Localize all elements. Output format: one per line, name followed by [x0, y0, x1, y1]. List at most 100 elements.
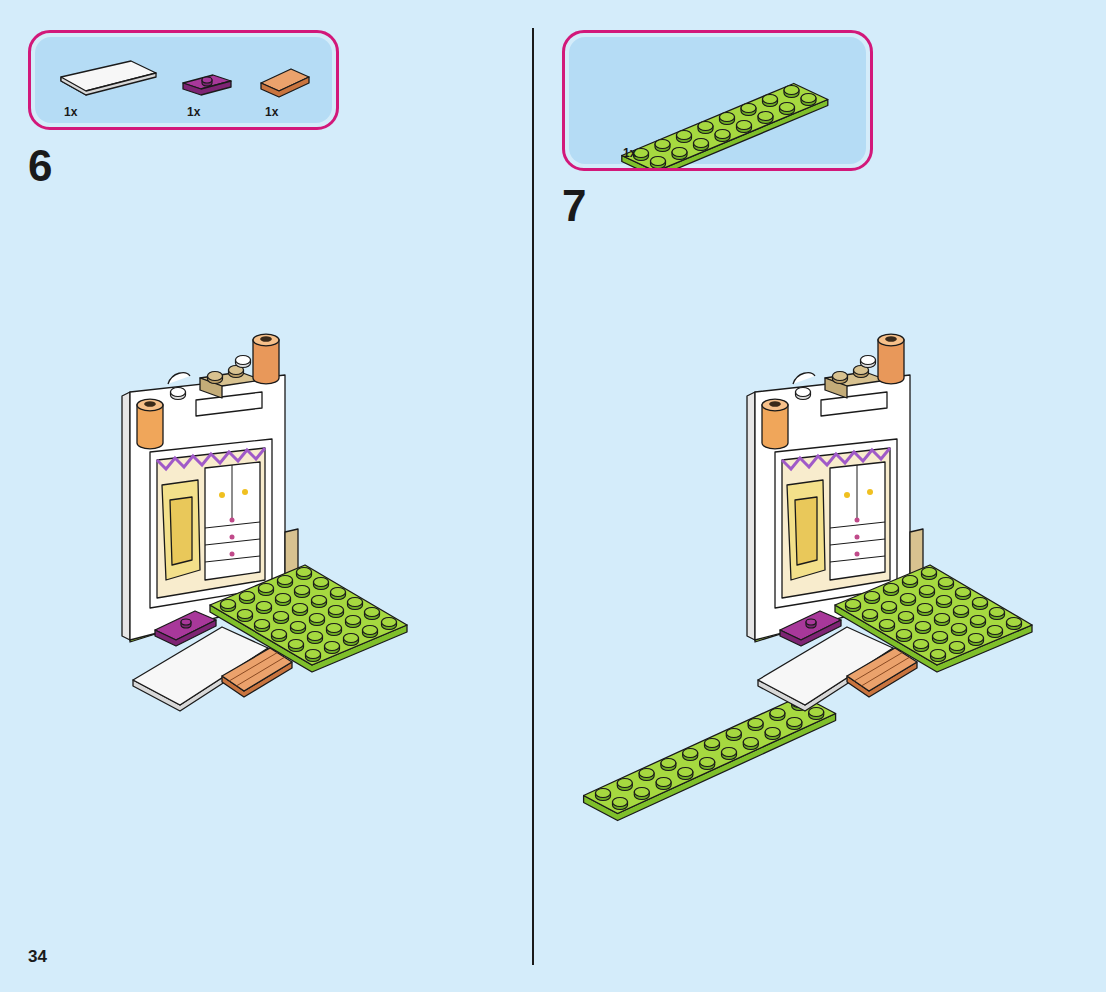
plate-part	[622, 84, 828, 169]
stud	[737, 121, 752, 130]
drawer	[205, 539, 260, 545]
round-brick	[137, 399, 163, 411]
cupboard	[205, 462, 260, 580]
stud	[882, 602, 897, 611]
stud	[884, 584, 899, 593]
stud	[221, 600, 236, 609]
stud	[741, 104, 756, 113]
stud	[784, 86, 799, 95]
stud	[901, 594, 916, 603]
stud	[297, 568, 312, 577]
step-7-model	[584, 334, 1032, 820]
stud	[257, 602, 272, 611]
wood-grain	[237, 657, 285, 686]
stud	[672, 148, 687, 157]
stud	[990, 608, 1005, 617]
round-brick	[260, 336, 272, 342]
cupboard	[857, 465, 858, 520]
stud	[348, 598, 363, 607]
stud	[922, 568, 937, 577]
round-brick	[253, 334, 279, 346]
stud	[952, 624, 967, 633]
stud	[683, 749, 698, 758]
plate-top	[622, 84, 828, 169]
stud	[988, 626, 1003, 635]
cupboard	[830, 462, 885, 580]
stud	[863, 610, 878, 619]
step-number: 6	[28, 141, 52, 191]
page-number: 34	[28, 947, 47, 967]
wardrobe-sticker	[157, 448, 265, 598]
wood-top	[847, 648, 917, 691]
stud	[715, 130, 730, 139]
tile-part	[61, 61, 156, 95]
stud	[181, 619, 191, 625]
stud	[272, 630, 287, 639]
drawer	[205, 556, 260, 562]
stud	[202, 77, 212, 83]
stud	[916, 622, 931, 631]
drawer-knob	[855, 552, 860, 557]
step-number: 7	[562, 181, 586, 231]
round-brick	[769, 401, 781, 407]
round-brick	[762, 399, 788, 411]
decor	[844, 492, 850, 498]
stud	[899, 612, 914, 621]
stud	[291, 622, 306, 631]
quantity-label: 1x	[64, 105, 77, 119]
stud	[743, 738, 758, 747]
parts-callout: 1x	[562, 30, 873, 171]
stud	[310, 614, 325, 623]
wood-part	[261, 77, 309, 97]
stud	[861, 356, 876, 365]
stud	[293, 604, 308, 613]
decor	[219, 492, 225, 498]
drawer	[830, 539, 885, 545]
frame-side	[747, 392, 755, 640]
stud	[255, 620, 270, 629]
stud	[787, 718, 802, 727]
stud	[1007, 618, 1022, 627]
tile-part	[61, 73, 156, 95]
stud	[914, 640, 929, 649]
stud	[931, 650, 946, 659]
wood-top	[222, 648, 292, 691]
stud	[937, 596, 952, 605]
stud	[705, 739, 720, 748]
stud	[694, 139, 709, 148]
wood-grain	[862, 657, 910, 686]
cupboard	[232, 465, 233, 520]
stud	[365, 608, 380, 617]
round-brick	[878, 340, 904, 384]
stud	[846, 600, 861, 609]
round-brick	[762, 405, 788, 449]
clothes	[170, 497, 192, 565]
stud	[903, 576, 918, 585]
stud	[312, 596, 327, 605]
round-brick	[253, 340, 279, 384]
frame-side	[122, 392, 130, 640]
stud	[306, 650, 321, 659]
stud	[809, 708, 824, 717]
drawer	[205, 522, 260, 528]
stud	[308, 632, 323, 641]
stud	[289, 640, 304, 649]
stud	[918, 604, 933, 613]
stud	[865, 592, 880, 601]
stud	[278, 576, 293, 585]
plate-side	[584, 714, 836, 821]
stud	[661, 759, 676, 768]
window	[150, 439, 272, 608]
stud	[973, 598, 988, 607]
stud	[331, 588, 346, 597]
wardrobe-sticker	[782, 448, 890, 598]
wood-grain	[854, 653, 902, 681]
stud	[801, 94, 816, 103]
stud	[634, 788, 649, 797]
decor	[867, 489, 873, 495]
clip	[793, 373, 815, 384]
drawer-knob	[230, 535, 235, 540]
decor	[242, 489, 248, 495]
quantity-label: 1x	[265, 105, 278, 119]
stud	[613, 798, 628, 807]
